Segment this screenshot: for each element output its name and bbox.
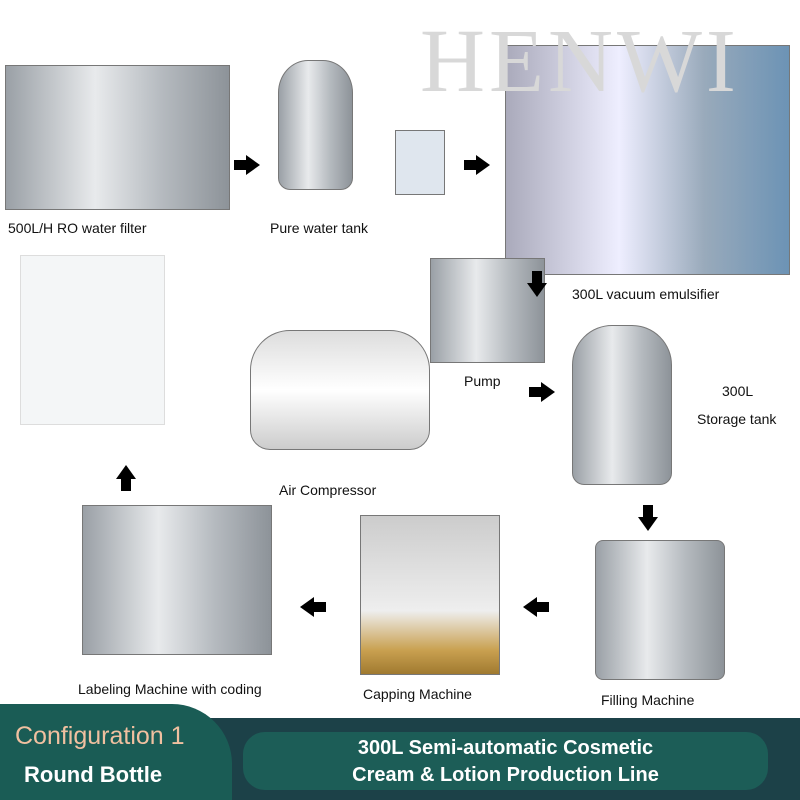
production-line-title: 300L Semi-automatic Cosmetic Cream & Lot… <box>243 732 768 790</box>
watermark: HENWI <box>420 12 740 111</box>
arrow-up-icon <box>116 465 136 491</box>
storage-tank-image <box>572 325 672 485</box>
arrow-down-icon <box>638 505 658 531</box>
ro-filter-label: 500L/H RO water filter <box>8 220 147 236</box>
filling-machine-image <box>595 540 725 680</box>
emulsifier-label: 300L vacuum emulsifier <box>572 286 720 302</box>
labeling-machine-image <box>82 505 272 655</box>
title-line-1: 300L Semi-automatic Cosmetic <box>357 737 654 759</box>
config-label: Configuration 1 <box>15 722 185 750</box>
labeling-machine-label: Labeling Machine with coding <box>78 681 262 697</box>
filling-machine-label: Filling Machine <box>601 692 695 708</box>
water-tank-label: Pure water tank <box>270 220 369 236</box>
pump-image <box>430 258 545 363</box>
capping-machine-image <box>360 515 500 675</box>
ro-filter-image <box>5 65 230 210</box>
title-line-2: Cream & Lotion Production Line <box>352 764 659 786</box>
water-tank-image <box>278 60 353 190</box>
small-pump-image <box>395 130 445 195</box>
storage-tank-label: Storage tank <box>697 411 777 427</box>
arrow-left-icon <box>523 597 549 617</box>
bottles-image <box>20 255 165 425</box>
capping-machine-label: Capping Machine <box>363 686 472 702</box>
bottle-type-label: Round Bottle <box>24 762 163 787</box>
storage-capacity-label: 300L <box>722 383 754 399</box>
air-compressor-label: Air Compressor <box>279 482 377 498</box>
config-tab <box>0 704 232 800</box>
arrow-right-icon <box>464 155 490 175</box>
air-compressor-image <box>250 330 430 450</box>
emulsifier-image <box>505 45 790 275</box>
arrow-left-icon <box>300 597 326 617</box>
pump-label: Pump <box>464 373 501 389</box>
arrow-down-icon <box>527 271 547 297</box>
arrow-right-icon <box>529 382 555 402</box>
arrow-right-icon <box>234 155 260 175</box>
